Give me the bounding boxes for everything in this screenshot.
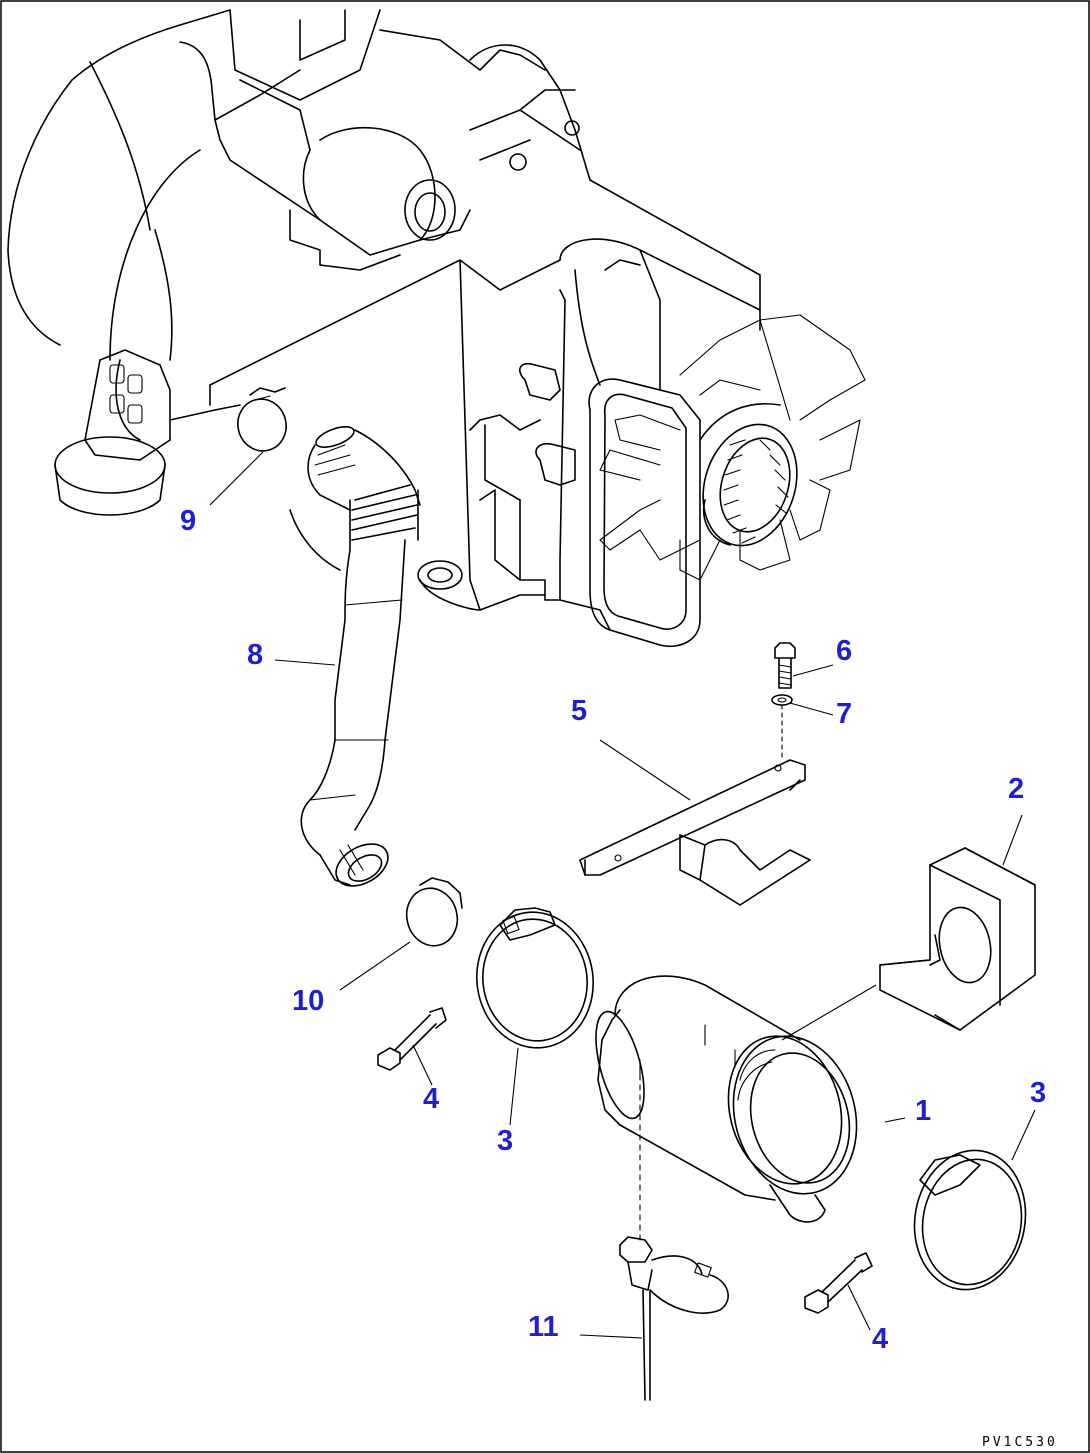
callout-6: 6 bbox=[836, 635, 852, 667]
band-part-3-left bbox=[475, 907, 595, 1049]
air-cleaner-part-1 bbox=[595, 975, 858, 1223]
dust-indicator-part-11 bbox=[619, 1064, 729, 1401]
washer-part-7 bbox=[771, 694, 793, 761]
callout-7: 7 bbox=[836, 698, 852, 730]
callout-11: 11 bbox=[528, 1311, 559, 1343]
bolt-part-4-right bbox=[804, 1252, 873, 1314]
bolt-part-6 bbox=[774, 642, 796, 689]
bolt-part-4-left bbox=[377, 1007, 447, 1071]
fan-assembly bbox=[588, 314, 866, 647]
callout-4-left: 4 bbox=[423, 1083, 439, 1115]
callout-5: 5 bbox=[571, 695, 587, 727]
clamp-part-9 bbox=[237, 387, 287, 452]
callout-3-left: 3 bbox=[497, 1125, 513, 1157]
drawing-code: PV1C530 bbox=[982, 1435, 1058, 1450]
leader-lines bbox=[209, 451, 1036, 1339]
hose-part-8 bbox=[300, 426, 421, 887]
pad-part-2 bbox=[879, 847, 1036, 1031]
callout-9: 9 bbox=[180, 505, 196, 537]
engine-block bbox=[7, 9, 761, 631]
callout-3-right: 3 bbox=[1030, 1077, 1046, 1109]
callout-1: 1 bbox=[915, 1095, 931, 1127]
bracket-part-5 bbox=[579, 759, 811, 906]
callout-10: 10 bbox=[292, 985, 324, 1017]
callout-8: 8 bbox=[247, 639, 263, 671]
band-part-3-right bbox=[913, 1149, 1027, 1291]
callout-4-right: 4 bbox=[872, 1323, 888, 1355]
callout-labels: 1 2 3 3 4 4 5 6 7 8 9 10 11 bbox=[180, 505, 1046, 1355]
clamp-part-10 bbox=[405, 877, 463, 947]
callout-2: 2 bbox=[1008, 773, 1024, 805]
